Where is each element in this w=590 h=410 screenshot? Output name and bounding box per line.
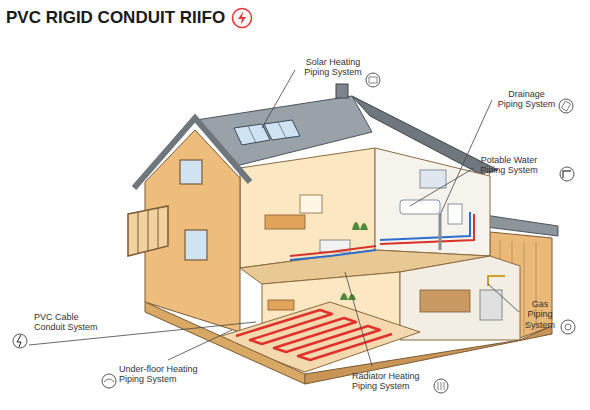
system-label: Solar Heating Piping System	[300, 57, 366, 78]
leader-lines	[29, 70, 519, 366]
callout-label: Drainage Piping System	[496, 89, 557, 110]
page-title: PVC RIGID CONDUIT RIIFO	[6, 9, 225, 28]
system-label: Drainage Piping System	[496, 89, 557, 110]
system-label: Under-floor Heating Piping System	[119, 364, 207, 385]
callout-label: Solar Heating Piping System	[300, 57, 366, 78]
callout-label: PVC Cable Conduit System	[34, 312, 104, 333]
system-label: Gas Piping System	[522, 299, 558, 330]
gable-wing	[128, 118, 250, 332]
lightning-icon	[231, 7, 253, 29]
callout-label: Under-floor Heating Piping System	[119, 364, 207, 385]
callout-label: Potable Water Piping System	[476, 155, 542, 176]
system-label: Radiator Heating Piping System	[352, 371, 428, 392]
label-icons	[13, 73, 575, 393]
foundation	[145, 302, 552, 384]
callout-label: Gas Piping System	[522, 299, 558, 330]
callout-label: Radiator Heating Piping System	[352, 371, 428, 392]
title-row: PVC RIGID CONDUIT RIIFO	[6, 7, 253, 29]
system-label: PVC Cable Conduit System	[34, 312, 104, 333]
system-label: Potable Water Piping System	[476, 155, 542, 176]
